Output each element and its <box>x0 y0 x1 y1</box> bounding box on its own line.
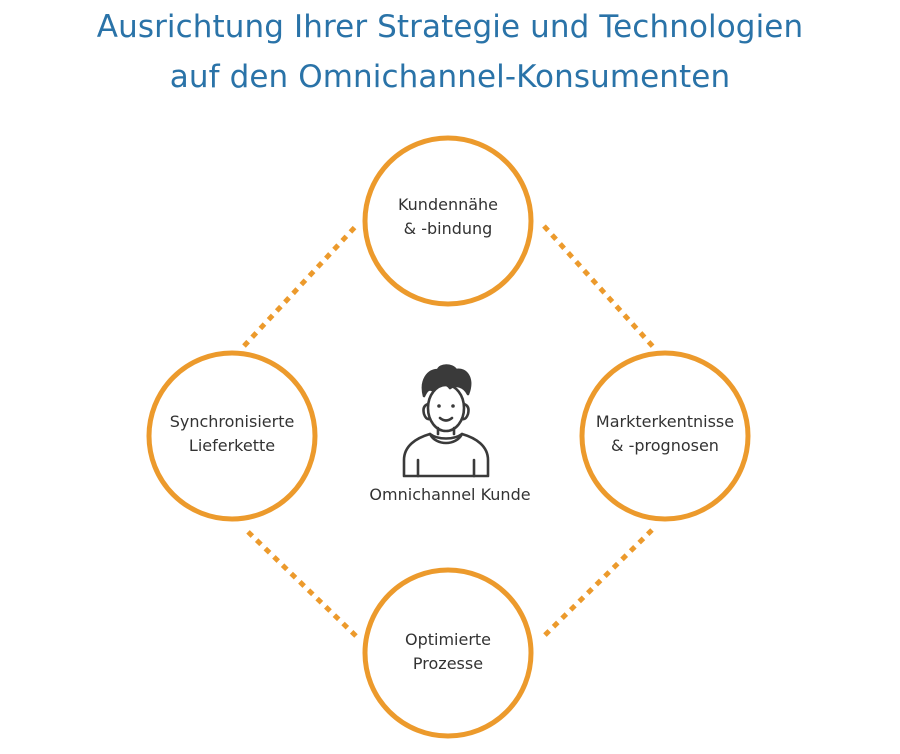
title-line-1: Ausrichtung Ihrer Strategie und Technolo… <box>96 9 804 45</box>
node-circle-left <box>146 350 318 522</box>
connector-right-bottom <box>542 528 654 638</box>
node-label-bottom: Optimierte Prozesse <box>348 628 548 676</box>
connector-left-top <box>242 224 358 348</box>
node-label-right: Markterkentnisse & -prognosen <box>565 410 765 458</box>
node-top-line-1: Kundennähe <box>397 195 499 214</box>
node-label-top: Kundennähe & -bindung <box>348 193 548 241</box>
node-label-left: Synchronisierte Lieferkette <box>132 410 332 458</box>
node-bottom-line-1: Optimierte <box>404 630 492 649</box>
connector-top-right <box>542 224 658 352</box>
node-circle-top <box>362 135 534 307</box>
diagram-title: Ausrichtung Ihrer Strategie und Technolo… <box>0 2 900 102</box>
node-circle-right <box>579 350 751 522</box>
node-right-line-1: Markterkentnisse <box>595 412 735 431</box>
connector-bottom-left <box>242 526 358 638</box>
dotted-connectors <box>242 224 658 638</box>
person-icon <box>402 364 490 478</box>
center-label: Omnichannel Kunde <box>369 485 531 504</box>
title-line-2: auf den Omnichannel-Konsumenten <box>169 59 731 95</box>
node-left-line-1: Synchronisierte <box>169 412 295 431</box>
node-right-line-2: & -prognosen <box>611 436 719 455</box>
node-left-line-2: Lieferkette <box>188 436 276 455</box>
node-bottom-line-2: Prozesse <box>412 654 484 673</box>
node-top-line-2: & -bindung <box>403 219 493 238</box>
node-circle-bottom <box>362 567 534 739</box>
